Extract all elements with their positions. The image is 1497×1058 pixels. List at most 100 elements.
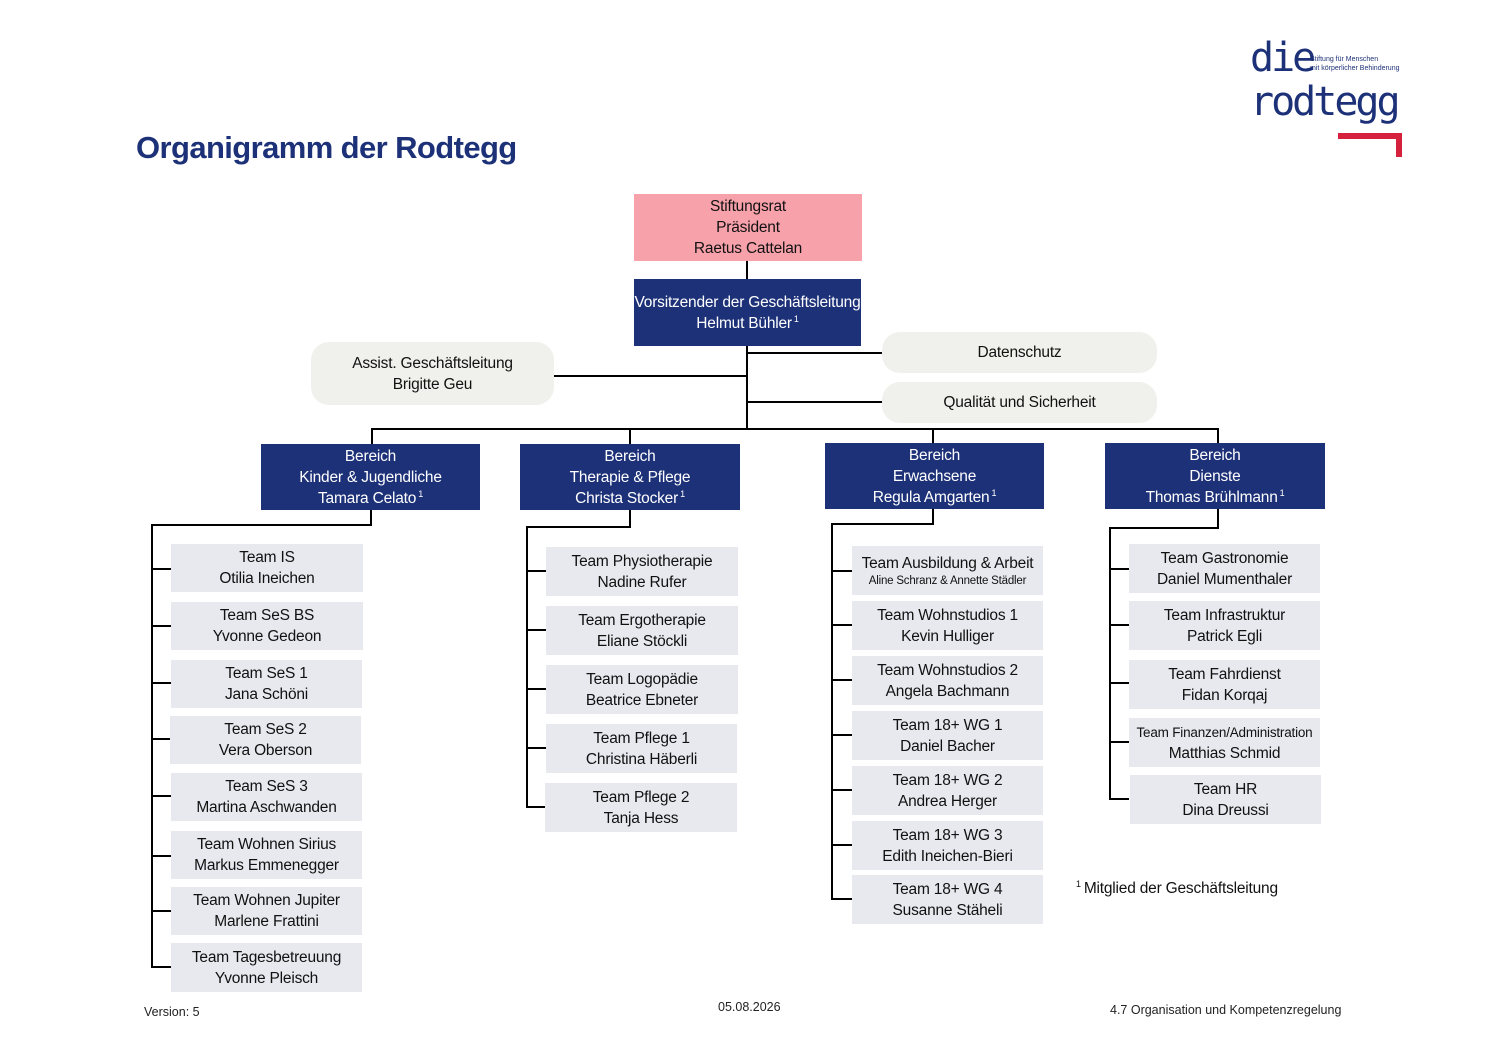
stiftungsrat-label: Stiftungsrat — [709, 198, 786, 215]
team-lead: Matthias Schmid — [1168, 744, 1281, 762]
team-lead: Vera Oberson — [218, 742, 313, 759]
logo-tagline-1: Stiftung für Menschen — [1310, 56, 1379, 63]
team-box: Team SeS 3 Martina Aschwanden — [171, 773, 362, 821]
team-lead: Edith Ineichen-Bieri — [882, 847, 1013, 865]
team-lead: Yvonne Gedeon — [212, 628, 322, 645]
team-box: Team Pflege 1 Christina Häberli — [546, 724, 737, 773]
footer-section: 4.7 Organisation und Kompetenzregelung — [1110, 1003, 1342, 1017]
bereich-head: Christa Stocker — [575, 489, 679, 507]
footnote-mark: 1 — [793, 313, 799, 324]
team-box: Team Wohnen Sirius Markus Emmenegger — [171, 831, 362, 879]
team-lead: Yvonne Pleisch — [214, 969, 319, 987]
team-lead: Daniel Mumenthaler — [1156, 570, 1293, 588]
ceo-role: Vorsitzender der Geschäftsleitung — [634, 293, 861, 311]
team-lead: Daniel Bacher — [900, 737, 995, 755]
ceo-box: Vorsitzender der Geschäftsleitung Helmut… — [634, 279, 861, 346]
team-box: Team Infrastruktur Patrick Egli — [1129, 601, 1320, 650]
team-box: Team 18+ WG 2 Andrea Herger — [852, 766, 1043, 815]
team-lead: Tanja Hess — [603, 809, 679, 827]
team-name: Team Fahrdienst — [1168, 665, 1281, 683]
footnote-mark: 1 — [1076, 879, 1081, 889]
team-box: Team Logopädie Beatrice Ebneter — [546, 665, 738, 714]
team-name: Team Finanzen/Administration — [1136, 724, 1313, 740]
qualitaet-box: Qualität und Sicherheit — [882, 382, 1157, 423]
bereich-name: Erwachsene — [892, 467, 977, 485]
logo-die: die — [1250, 35, 1316, 81]
bereich-label: Bereich — [604, 447, 656, 465]
team-lead: Martina Aschwanden — [196, 799, 337, 816]
footnote-mark: 1 — [991, 487, 997, 498]
bereich-name: Therapie & Pflege — [569, 468, 691, 486]
team-name: Team 18+ WG 3 — [892, 826, 1003, 844]
logo-red-bar — [1338, 133, 1402, 139]
team-lead: Fidan Korqaj — [1181, 686, 1268, 704]
team-lead: Susanne Stäheli — [892, 901, 1003, 919]
assist-person: Brigitte Geu — [392, 375, 473, 393]
team-name: Team 18+ WG 1 — [892, 716, 1003, 734]
logo-rodtegg: rodtegg — [1250, 79, 1401, 125]
team-name: Team 18+ WG 4 — [892, 880, 1003, 898]
team-lead: Kevin Hulliger — [901, 627, 994, 645]
team-lead: Christina Häberli — [585, 750, 698, 768]
team-box: Team IS Otilia Ineichen — [171, 544, 363, 592]
team-lead: Marlene Frattini — [214, 913, 319, 930]
team-name: Team Wohnstudios 2 — [877, 661, 1018, 679]
team-name: Team Ausbildung & Arbeit — [861, 554, 1034, 572]
bereich-label: Bereich — [908, 446, 961, 464]
team-name: Team Wohnen Jupiter — [193, 892, 340, 909]
team-name: Team HR — [1193, 780, 1258, 798]
footnote-mark: 1 — [418, 488, 423, 499]
team-box: Team Wohnstudios 2 Angela Bachmann — [852, 656, 1043, 705]
team-lead: Angela Bachmann — [885, 682, 1010, 700]
bereich-label: Bereich — [344, 447, 397, 465]
datenschutz-box: Datenschutz — [882, 332, 1157, 373]
team-box: Team HR Dina Dreussi — [1130, 775, 1321, 824]
datenschutz-label: Datenschutz — [977, 344, 1062, 361]
team-box: Team Wohnstudios 1 Kevin Hulliger — [852, 601, 1043, 650]
footnote-mark: 1 — [1279, 487, 1285, 498]
team-box: Team 18+ WG 1 Daniel Bacher — [852, 711, 1043, 760]
assist-role: Assist. Geschäftsleitung — [352, 354, 513, 372]
team-name: Team Wohnstudios 1 — [877, 606, 1018, 624]
team-box: Team Tagesbetreuung Yvonne Pleisch — [171, 943, 362, 992]
team-box: Team Physiotherapie Nadine Rufer — [546, 547, 738, 596]
assist-box: Assist. Geschäftsleitung Brigitte Geu — [311, 342, 554, 405]
team-lead: Otilia Ineichen — [219, 570, 315, 587]
team-lead: Andrea Herger — [897, 792, 998, 810]
team-box: Team 18+ WG 4 Susanne Stäheli — [852, 875, 1043, 924]
team-box: Team Finanzen/Administration Matthias Sc… — [1129, 718, 1320, 767]
footer-version: Version: 5 — [144, 1005, 200, 1019]
bereich-head: Thomas Brühlmann — [1145, 488, 1278, 506]
bereich-name: Kinder & Jugendliche — [299, 468, 442, 486]
team-name: Team IS — [239, 549, 295, 566]
logo: die Stiftung für Menschen mit körperlich… — [1250, 36, 1410, 160]
team-name: Team Tagesbetreuung — [191, 948, 342, 966]
bereich-head: Regula Amgarten — [872, 488, 990, 506]
footnote-text: Mitglied der Geschäftsleitung — [1083, 880, 1278, 897]
logo-tagline-2: mit körperlicher Behinderung — [1310, 65, 1400, 72]
bereich-therapie-box: Bereich Therapie & Pflege Christa Stocke… — [520, 444, 740, 510]
team-lead: Nadine Rufer — [597, 573, 687, 591]
team-lead: Jana Schöni — [224, 686, 309, 703]
logo-red-corner — [1396, 133, 1402, 157]
team-name: Team Wohnen Sirius — [196, 836, 337, 853]
team-box: Team Wohnen Jupiter Marlene Frattini — [171, 887, 362, 935]
team-name: Team SeS 1 — [225, 665, 308, 682]
stiftungsrat-person: Raetus Cattelan — [693, 240, 803, 257]
team-lead: Dina Dreussi — [1182, 801, 1269, 819]
team-name: Team Gastronomie — [1160, 549, 1289, 567]
bereich-head: Tamara Celato — [317, 489, 417, 507]
team-lead: Beatrice Ebneter — [585, 691, 699, 709]
footnote-mark: 1 — [680, 488, 685, 499]
team-name: Team Pflege 1 — [593, 729, 690, 747]
team-box: Team Fahrdienst Fidan Korqaj — [1129, 660, 1320, 709]
bereich-label: Bereich — [1189, 446, 1241, 464]
team-lead: Patrick Egli — [1186, 627, 1263, 645]
page-title: Organigramm der Rodtegg — [136, 130, 517, 165]
team-lead: Eliane Stöckli — [596, 632, 688, 650]
team-box: Team 18+ WG 3 Edith Ineichen-Bieri — [852, 821, 1043, 870]
footer-date: 05.08.2026 — [718, 1000, 781, 1014]
